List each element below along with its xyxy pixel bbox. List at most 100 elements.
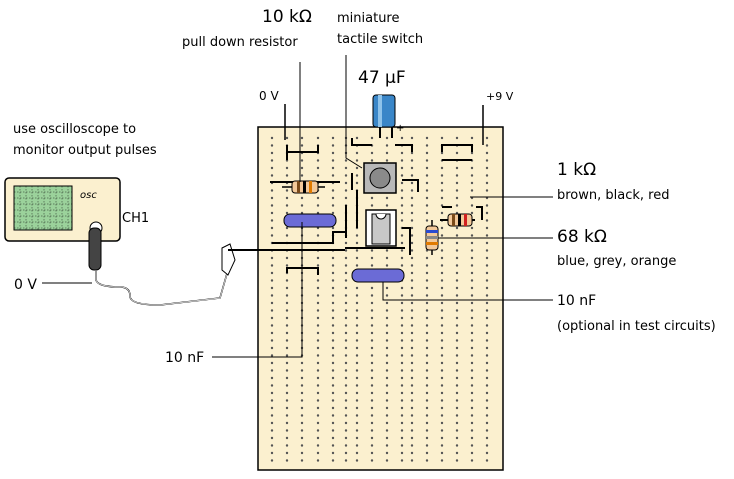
board-hole <box>400 391 404 395</box>
board-hole <box>344 166 348 170</box>
board-hole <box>470 354 474 357</box>
board-hole <box>331 339 335 342</box>
board-hole <box>370 361 374 365</box>
board-hole <box>400 264 404 267</box>
board-hole <box>316 294 320 297</box>
board-hole <box>344 361 348 365</box>
board-hole <box>455 279 459 282</box>
board-hole <box>285 226 289 230</box>
board-hole <box>385 384 389 387</box>
board-hole <box>440 376 444 380</box>
board-hole <box>410 294 414 297</box>
capacitor-10nf-right <box>351 268 405 283</box>
board-hole <box>331 429 335 432</box>
board-hole <box>285 309 289 312</box>
board-hole <box>300 369 304 372</box>
board-hole <box>400 451 404 455</box>
board-hole <box>300 391 304 395</box>
board-hole <box>316 451 320 455</box>
board-hole <box>370 459 374 462</box>
board-hole <box>385 421 389 425</box>
board-hole <box>440 211 444 215</box>
board-hole <box>485 436 489 440</box>
board-hole <box>370 406 374 410</box>
board-hole <box>440 294 444 297</box>
board-hole <box>470 391 474 395</box>
label-68k-colors: blue, grey, orange <box>557 254 676 269</box>
board-hole <box>285 361 289 365</box>
board-hole <box>455 316 459 320</box>
board-hole <box>455 369 459 372</box>
board-hole <box>355 316 359 320</box>
board-hole <box>300 144 304 147</box>
board-hole <box>440 249 444 252</box>
board-hole <box>355 391 359 395</box>
board-hole <box>410 459 414 462</box>
board-hole <box>385 286 389 290</box>
board-hole <box>470 189 474 192</box>
board-hole <box>425 444 429 447</box>
board-hole <box>440 196 444 200</box>
board-hole <box>316 459 320 462</box>
board-hole <box>370 324 374 327</box>
board-hole <box>285 331 289 335</box>
board-hole <box>344 181 348 185</box>
board-hole <box>355 249 359 252</box>
board-hole <box>455 346 459 350</box>
board-hole <box>344 376 348 380</box>
board-hole <box>316 286 320 290</box>
board-hole <box>370 346 374 350</box>
board-hole <box>285 421 289 425</box>
board-hole <box>410 429 414 432</box>
board-hole <box>410 196 414 200</box>
board-hole <box>385 346 389 350</box>
board-hole <box>385 136 389 140</box>
board-hole <box>285 369 289 372</box>
board-hole <box>410 361 414 365</box>
board-hole <box>485 451 489 455</box>
board-hole <box>316 301 320 305</box>
board-hole <box>485 309 489 312</box>
board-hole <box>344 249 348 252</box>
board-hole <box>285 429 289 432</box>
board-hole <box>400 399 404 402</box>
board-hole <box>285 451 289 455</box>
board-hole <box>400 181 404 185</box>
board-hole <box>344 339 348 342</box>
board-hole <box>410 264 414 267</box>
board-hole <box>440 354 444 357</box>
board-hole <box>370 369 374 372</box>
board-hole <box>300 421 304 425</box>
board-hole <box>370 316 374 320</box>
board-hole <box>400 136 404 140</box>
board-hole <box>470 451 474 455</box>
board-hole <box>300 459 304 462</box>
label-scope-line2: monitor output pulses <box>13 143 157 158</box>
board-hole <box>410 249 414 252</box>
label-10k-desc: pull down resistor <box>182 35 298 50</box>
board-hole <box>425 324 429 327</box>
board-hole <box>385 256 389 260</box>
label-zero-v-top: 0 V <box>259 89 279 103</box>
board-hole <box>385 451 389 455</box>
resistor-68k <box>425 220 439 255</box>
label-1k-value: 1 kΩ <box>557 160 596 180</box>
board-hole <box>331 331 335 335</box>
board-hole <box>270 204 274 207</box>
board-hole <box>285 204 289 207</box>
board-hole <box>355 346 359 350</box>
board-hole <box>485 346 489 350</box>
board-hole <box>455 166 459 170</box>
board-hole <box>485 331 489 335</box>
board-hole <box>344 189 348 192</box>
board-hole <box>344 316 348 320</box>
board-hole <box>455 444 459 447</box>
board-hole <box>410 309 414 312</box>
board-hole <box>470 234 474 237</box>
board-hole <box>410 421 414 425</box>
board-hole <box>440 316 444 320</box>
board-hole <box>270 189 274 192</box>
board-hole <box>331 421 335 425</box>
board-hole <box>410 166 414 170</box>
label-cap47: 47 µF <box>358 68 406 88</box>
